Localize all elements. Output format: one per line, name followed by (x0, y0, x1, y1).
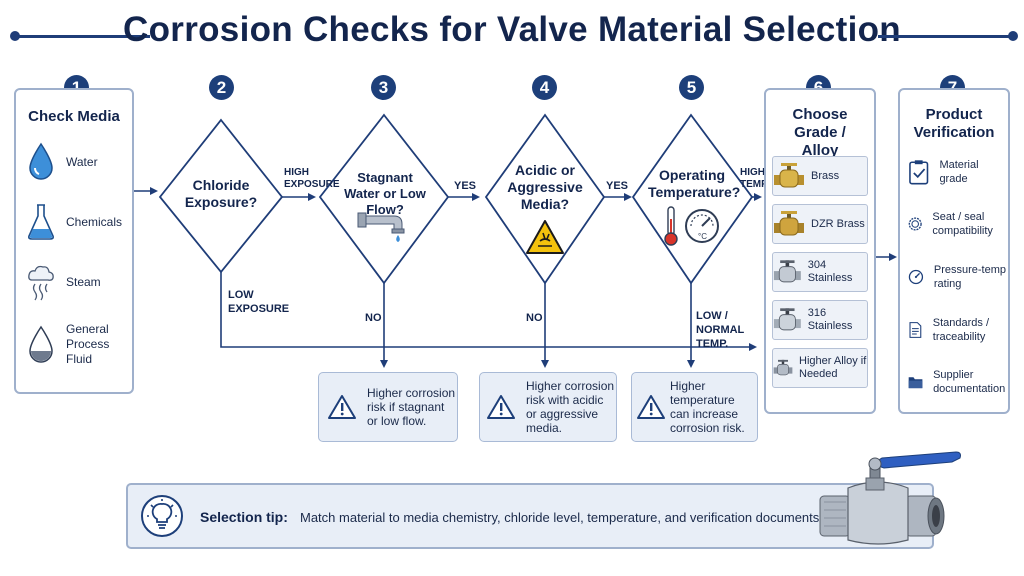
title-right-line (878, 35, 1012, 38)
step-number-2: 2 (209, 75, 234, 100)
stagnant-yes-label: YES (454, 180, 477, 192)
chloride-high-label: HIGH EXPOSURE (284, 167, 340, 190)
temperature-high-label: HIGH TEMP. (740, 167, 770, 190)
grade-label-higher-alloy: Higher Alloy if Needed (799, 355, 867, 380)
media-item-water: Water (26, 142, 98, 182)
dzr-brass-valve-icon (774, 211, 804, 236)
title-right-dot (1008, 31, 1018, 41)
verification-item-supplier-docs: Supplier documentation (908, 368, 1012, 396)
warning-box-stagnant: Higher corrosion risk if stagnant or low… (318, 372, 458, 442)
product-verification-card: Product Verification Material grade Seat… (898, 88, 1010, 414)
clipboard-check-icon (909, 160, 929, 185)
svg-text:°C: °C (698, 232, 707, 241)
check-media-card: Check Media Water Chemicals Steam Genera… (14, 88, 134, 394)
warning-text-acidic: Higher corrosion risk with acidic or agg… (526, 379, 615, 435)
thermometer-icon (664, 206, 678, 246)
verification-item-material-grade: Material grade (908, 158, 1008, 186)
verification-label-seat-seal: Seat / seal compatibility (932, 211, 993, 237)
fluid-drop-icon (29, 325, 53, 363)
verification-item-seat-seal: Seat / seal compatibility (908, 210, 1008, 238)
temperature-question: Operating Temperature? (648, 167, 741, 200)
verification-label-supplier-docs: Supplier documentation (933, 369, 1006, 395)
media-item-chemicals: Chemicals (26, 202, 122, 242)
grade-item-316-stainless: 316 Stainless (772, 300, 868, 340)
temperature-gauge-icon: °C (685, 209, 719, 243)
grade-label-brass: Brass (811, 169, 840, 182)
chloride-question: Chloride Exposure? (184, 177, 258, 210)
decision-diamonds (158, 113, 754, 285)
acidic-no-label: NO (526, 312, 543, 324)
warning-text-stagnant: Higher corrosion risk if stagnant or low… (367, 386, 456, 428)
verification-label-standards: Standards / traceability (932, 317, 990, 343)
step-number-3: 3 (371, 75, 396, 100)
alloy-valve-icon (773, 359, 793, 376)
seal-ring-icon (908, 217, 922, 231)
ball-valve-illustration (819, 451, 961, 545)
gauge-icon (908, 269, 924, 285)
grade-item-dzr-brass: DZR Brass (772, 204, 868, 244)
media-item-general-fluid: General Process Fluid (26, 322, 136, 367)
choose-grade-card: Choose Grade / Alloy Brass DZR Brass 304… (764, 88, 876, 414)
warning-box-acidic: Higher corrosion risk with acidic or agg… (479, 372, 617, 442)
grade-label-dzr-brass: DZR Brass (811, 217, 865, 230)
step-number-5: 5 (679, 75, 704, 100)
acidic-question: Acidic or Aggressive Media? (507, 162, 583, 212)
diamond-stagnant (318, 113, 450, 285)
warning-triangle-icon (328, 395, 356, 419)
stagnant-question: Stagnant Water or Low Flow? (344, 170, 426, 217)
media-label-general-fluid: General Process Fluid (66, 322, 110, 366)
selection-tip-text: Match material to media chemistry, chlor… (300, 510, 823, 525)
hazard-warning-icon (526, 220, 564, 254)
check-media-title: Check Media (28, 108, 120, 125)
warning-box-temperature: Higher temperature can increase corrosio… (631, 372, 758, 442)
diamond-temperature (631, 113, 754, 285)
selection-tip-panel: Selection tip: Match material to media c… (126, 483, 934, 549)
lightbulb-icon (141, 495, 183, 537)
warning-text-temperature: Higher temperature can increase corrosio… (670, 379, 745, 435)
grade-item-304-stainless: 304 Stainless (772, 252, 868, 292)
acidic-yes-label: YES (606, 180, 629, 192)
diamond-acidic (484, 113, 606, 285)
stagnant-no-label: NO (365, 312, 382, 324)
title-left-line (14, 35, 150, 38)
warning-triangle-icon (637, 395, 665, 419)
steel-valve-icon (773, 260, 801, 283)
steel-valve-icon (773, 308, 801, 331)
steam-icon (28, 265, 54, 301)
product-verification-title: Product Verification (913, 106, 995, 141)
folder-icon (908, 377, 923, 389)
step-number-4: 4 (532, 75, 557, 100)
flask-icon (28, 204, 54, 240)
diamond-chloride (158, 118, 284, 274)
temperature-low-label: LOW / NORMAL TEMP. (696, 310, 745, 350)
warning-triangle-icon (487, 395, 515, 419)
verification-item-standards: Standards / traceability (908, 316, 1008, 344)
media-label-steam: Steam (66, 274, 101, 289)
pipe-drip-icon (357, 212, 405, 242)
page-title: Corrosion Checks for Valve Material Sele… (123, 10, 901, 49)
verification-label-material-grade: Material grade (939, 159, 979, 185)
grade-item-higher-alloy: Higher Alloy if Needed (772, 348, 868, 388)
selection-tip-label: Selection tip: (200, 509, 288, 525)
media-item-steam: Steam (26, 262, 101, 302)
media-label-chemicals: Chemicals (66, 214, 123, 229)
media-label-water: Water (66, 154, 98, 169)
grade-item-brass: Brass (772, 156, 868, 196)
chloride-low-label: LOW EXPOSURE (228, 289, 290, 315)
verification-label-pressure-temp: Pressure-temp rating (933, 264, 1007, 290)
brass-valve-icon (774, 163, 804, 188)
choose-grade-title: Choose Grade / Alloy (792, 106, 848, 159)
verification-item-pressure-temp: Pressure-temp rating (908, 263, 1008, 291)
document-icon (909, 322, 922, 338)
water-drop-icon (29, 142, 53, 180)
grade-label-316-stainless: 316 Stainless (807, 307, 853, 332)
grade-label-304-stainless: 304 Stainless (807, 259, 853, 284)
